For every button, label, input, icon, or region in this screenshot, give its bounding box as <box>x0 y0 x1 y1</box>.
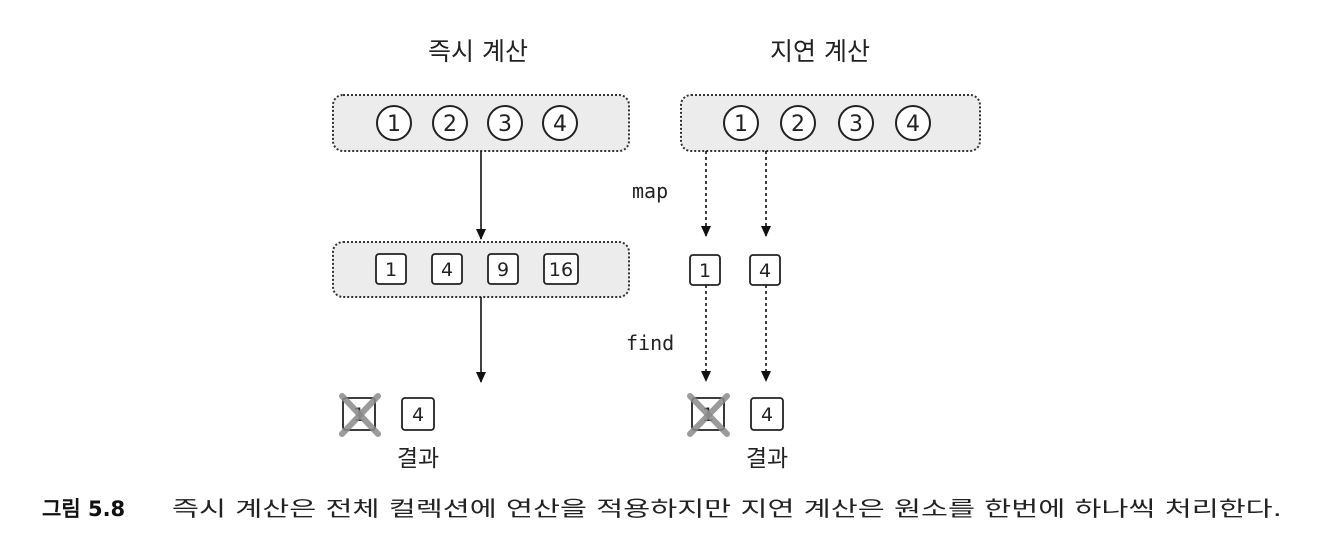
svg-text:4: 4 <box>759 260 771 282</box>
svg-text:3: 3 <box>849 112 863 137</box>
svg-text:1: 1 <box>734 112 748 137</box>
svg-text:2: 2 <box>791 112 805 137</box>
svg-text:4: 4 <box>553 112 567 137</box>
svg-text:1: 1 <box>385 259 397 281</box>
eager-discarded-square: 1 <box>339 393 381 437</box>
lazy-input-circle-2: 2 <box>780 105 816 141</box>
eager-result-label: 결과 <box>397 446 439 472</box>
svg-text:4: 4 <box>906 112 920 137</box>
svg-text:1: 1 <box>387 112 401 137</box>
eager-input-circle-2: 2 <box>432 105 468 141</box>
lazy-find-label: find <box>626 331 674 355</box>
eager-mapped-square-16: 16 <box>543 253 579 285</box>
svg-text:16: 16 <box>549 259 573 281</box>
lazy-result-square: 4 <box>750 397 784 431</box>
eager-mapped-square-9: 9 <box>487 253 519 285</box>
lazy-map-label: map <box>632 179 668 203</box>
svg-text:4: 4 <box>761 404 773 426</box>
lazy-title: 지연 계산 <box>770 37 870 66</box>
eager-input-circle-3: 3 <box>487 105 523 141</box>
lazy-result-label: 결과 <box>746 446 788 472</box>
eager-mapped-square-4: 4 <box>431 253 463 285</box>
svg-text:1: 1 <box>699 260 711 282</box>
eager-input-circle-4: 4 <box>542 105 578 141</box>
lazy-input-circle-3: 3 <box>838 105 874 141</box>
lazy-mapped-square-1: 1 <box>689 254 721 286</box>
lazy-mapped-square-4: 4 <box>749 254 781 286</box>
lazy-input-circle-4: 4 <box>895 105 931 141</box>
eager-mapped-square-1: 1 <box>375 253 407 285</box>
figure-caption: 즉시 계산은 전체 컬렉션에 연산을 적용하지만 지연 계산은 원소를 한번에 … <box>172 497 1282 521</box>
svg-text:4: 4 <box>441 259 453 281</box>
svg-text:2: 2 <box>443 112 457 137</box>
lazy-discarded-square: 1 <box>687 393 730 437</box>
eager-result-square: 4 <box>401 397 435 431</box>
svg-text:9: 9 <box>497 259 509 281</box>
eager-title: 즉시 계산 <box>428 37 528 66</box>
figure-label: 그림 5.8 <box>42 497 125 521</box>
svg-text:3: 3 <box>498 112 512 137</box>
svg-text:4: 4 <box>412 404 424 426</box>
eager-input-circle-1: 1 <box>376 105 412 141</box>
lazy-input-circle-1: 1 <box>723 105 759 141</box>
